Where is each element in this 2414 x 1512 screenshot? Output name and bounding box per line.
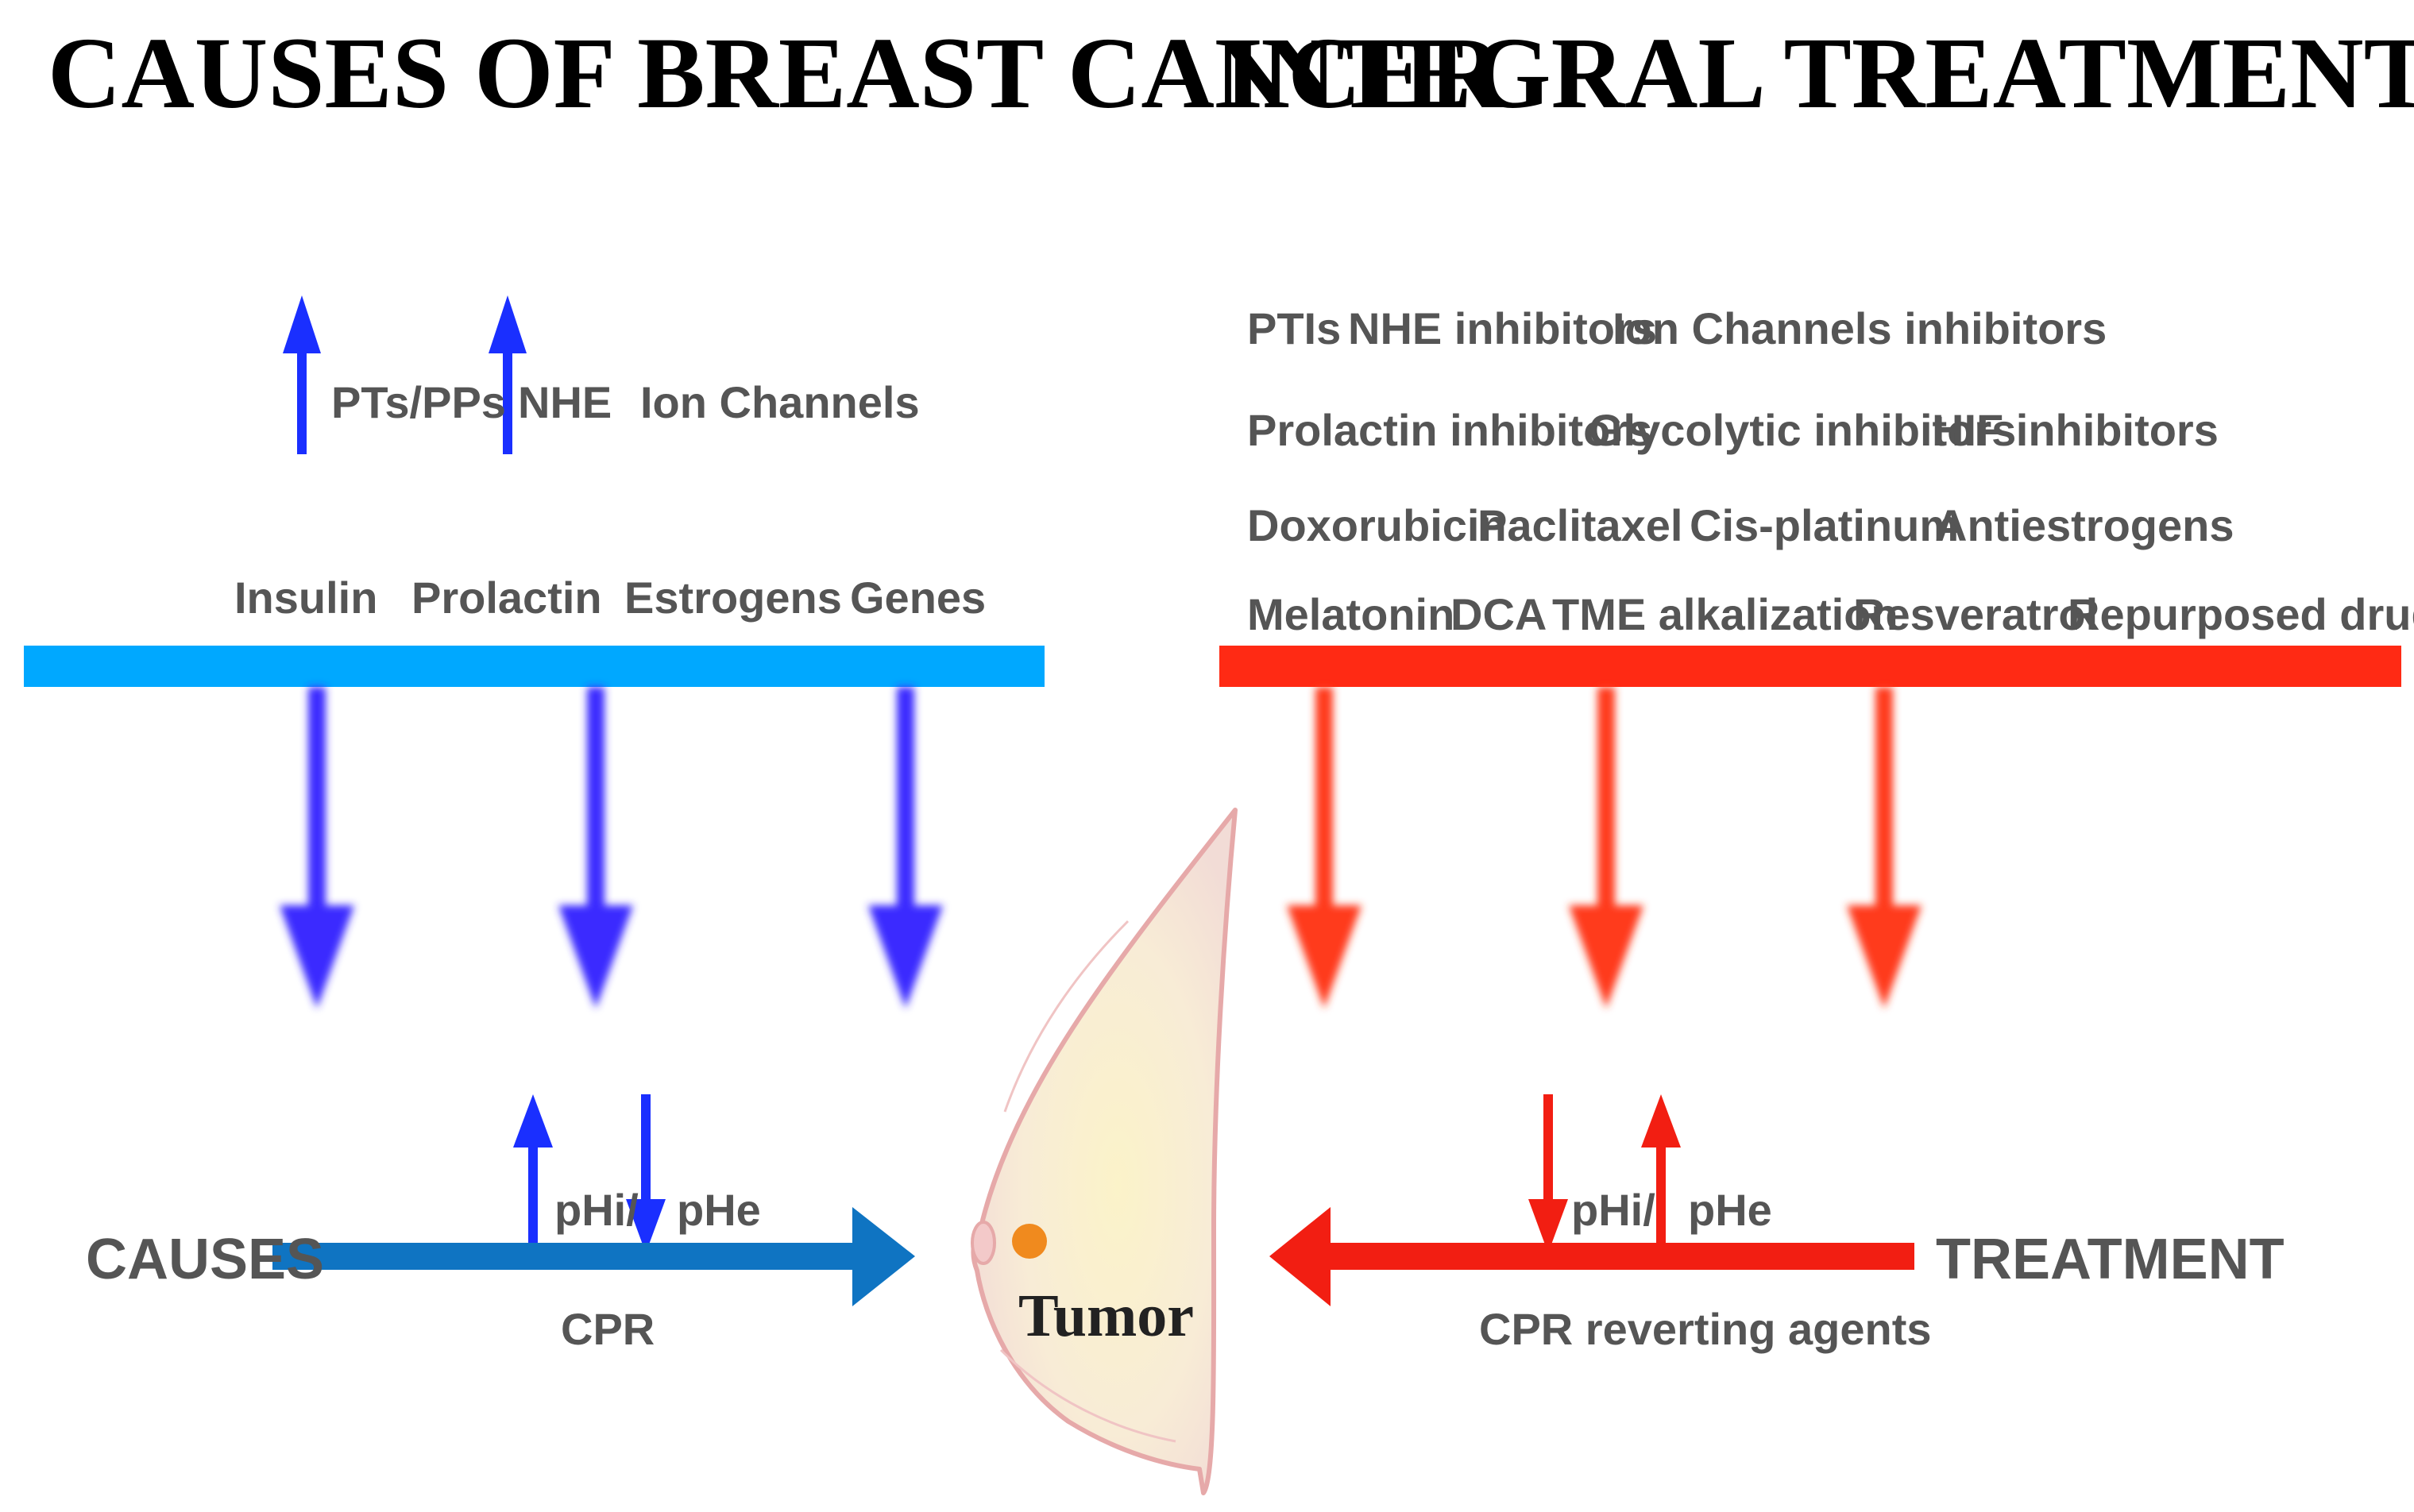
phe-up-arrow-treatment <box>1641 1094 1681 1255</box>
label-genes: Genes <box>850 573 986 623</box>
label-causes-phi: pHi/ <box>554 1185 639 1235</box>
label-insulin: Insulin <box>234 573 377 623</box>
label-glycolytic-inhibitors: Glycolytic inhibitors <box>1589 405 2016 455</box>
label-nhe: NHE <box>518 377 612 427</box>
label-treatment-phi: pHi/ <box>1571 1185 1655 1235</box>
phi-up-arrow <box>513 1094 553 1259</box>
label-treatment-phe: pHe <box>1688 1185 1772 1235</box>
label-paclitaxel: Paclitaxel <box>1477 500 1682 550</box>
label-ptis: PTIs <box>1247 303 1341 353</box>
phi-down-arrow-treatment <box>1528 1094 1568 1253</box>
label-estrogens: Estrogens <box>624 573 842 623</box>
label-treatment-side: TREATMENT <box>1936 1228 2285 1291</box>
label-repurposed-drugs: Repurposed drugs <box>2068 589 2414 639</box>
title-treatment: INTEGRAL TREATMENT <box>1223 17 2414 129</box>
down-arrow-treatment-1 <box>1287 687 1361 1009</box>
down-arrow-estrogens <box>868 687 943 1009</box>
treatment-flow-arrow <box>1269 1207 1914 1306</box>
nipple-shape <box>971 1221 996 1265</box>
down-arrow-prolactin <box>558 687 633 1009</box>
label-tme-alkalization: TME alkalization <box>1552 589 1898 639</box>
label-antiestrogens: Antiestrogens <box>1935 500 2234 550</box>
label-melatonin: Melatonin <box>1247 589 1454 639</box>
breast-illustration <box>971 808 1238 1495</box>
causes-bar <box>24 646 1045 687</box>
title-causes: CAUSES OF BREAST CANCER <box>48 17 1504 129</box>
label-doxorubicin: Doxorubicin <box>1247 500 1507 550</box>
label-cpr: CPR <box>561 1304 655 1354</box>
label-resveratrol: Resveratrol <box>1853 589 2098 639</box>
tumor-dot <box>1012 1224 1047 1259</box>
label-tumor: Tumor <box>1018 1282 1194 1349</box>
label-cis-platinum: Cis-platinum <box>1690 500 1959 550</box>
label-causes-side: CAUSES <box>86 1228 324 1291</box>
up-arrow-nhe <box>489 295 527 454</box>
label-dca: DCA <box>1450 589 1547 639</box>
label-ion-channels-inhibitors: Ion Channels inhibitors <box>1613 303 2107 353</box>
treatment-down-arrows <box>1287 687 1922 1009</box>
label-causes-phe: pHe <box>677 1185 761 1235</box>
label-ptspps: PTs/PPs <box>331 377 506 427</box>
label-prolactin-inhibitors: Prolactin inhibitors <box>1247 405 1652 455</box>
label-prolactin: Prolactin <box>411 573 602 623</box>
phe-down-arrow <box>626 1094 666 1253</box>
label-hif-inhibitors: HIF inhibitors <box>1932 405 2219 455</box>
up-arrow-ptspps <box>283 295 321 454</box>
label-cpr-reverting-agents: CPR reverting agents <box>1479 1304 1932 1354</box>
causes-down-arrows <box>280 687 943 1009</box>
treatment-bar <box>1219 646 2401 687</box>
causes-flow-arrow <box>272 1207 915 1306</box>
down-arrow-treatment-3 <box>1847 687 1922 1009</box>
down-arrow-treatment-2 <box>1569 687 1643 1009</box>
down-arrow-insulin <box>280 687 354 1009</box>
label-ion-channels: Ion Channels <box>640 377 920 427</box>
label-nhe-inhibitors: NHE inhibitors <box>1348 303 1657 353</box>
